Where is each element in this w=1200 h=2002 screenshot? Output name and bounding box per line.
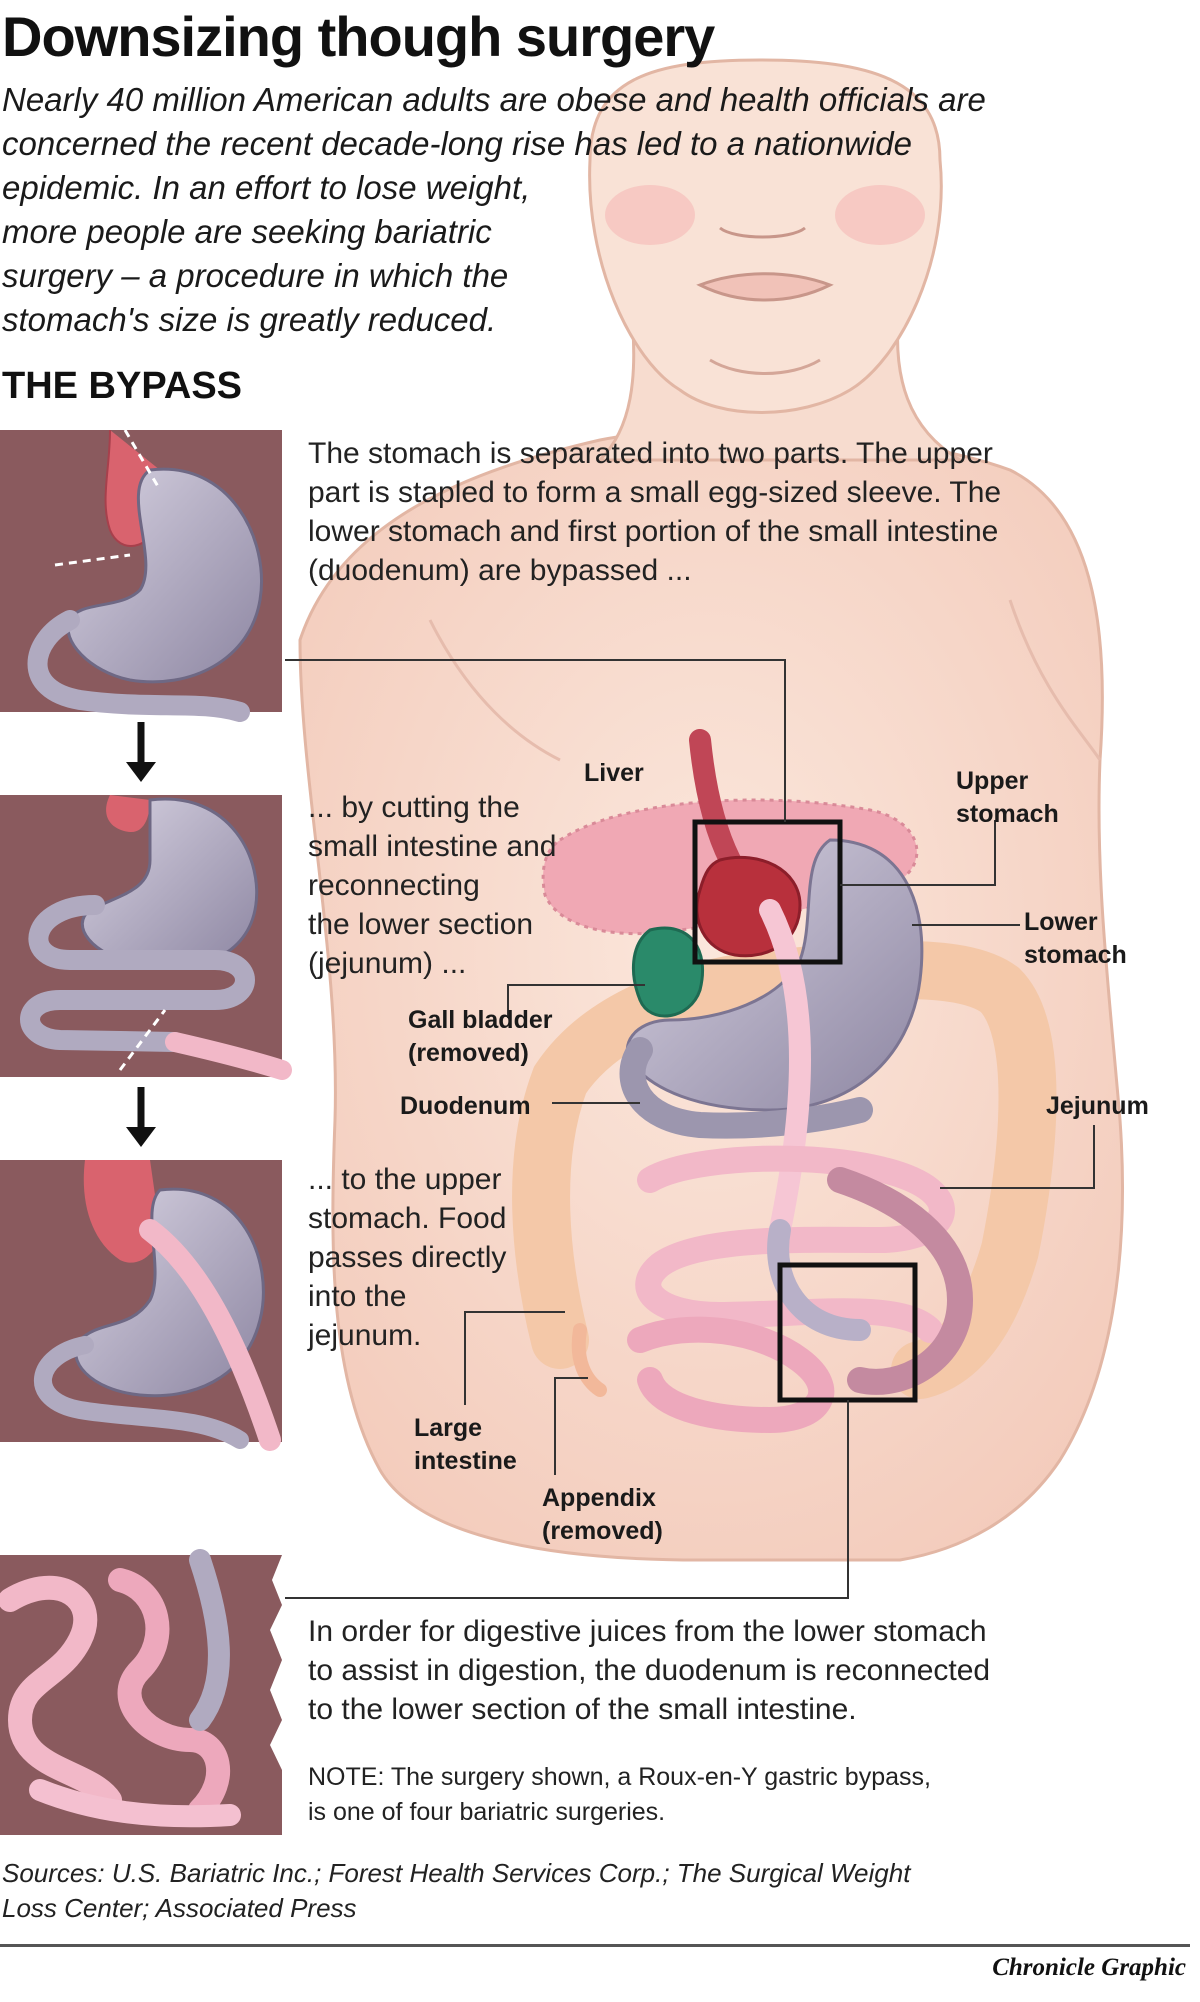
- chin: [709, 358, 821, 375]
- label-gall-bladder: Gall bladder (removed): [408, 1004, 552, 1070]
- step-2-caption: ... by cutting the small intestine and r…: [308, 788, 556, 983]
- caption-line: (jejunum) ...: [308, 947, 467, 980]
- step-panel-4: [0, 1549, 282, 1835]
- note-line: NOTE: The surgery shown, a Roux-en-Y gas…: [308, 1763, 931, 1791]
- surgery-note: NOTE: The surgery shown, a Roux-en-Y gas…: [308, 1760, 931, 1830]
- caption-line: The stomach is separated into two parts.…: [308, 437, 993, 470]
- label-line: (removed): [408, 1039, 529, 1067]
- caption-line: to assist in digestion, the duodenum is …: [308, 1654, 991, 1687]
- caption-line: (duodenum) are bypassed ...: [308, 554, 692, 587]
- focus-box-upper-stomach: [692, 819, 843, 965]
- caption-line: jejunum.: [308, 1319, 422, 1352]
- footer-divider: [0, 1944, 1190, 1947]
- body-illustration: [298, 58, 1124, 1562]
- intro-line: concerned the recent decade-long rise ha…: [2, 125, 912, 162]
- label-line: stomach: [956, 800, 1059, 828]
- label-lower-stomach: Lower stomach: [1024, 906, 1127, 972]
- leader-lines: [285, 659, 1095, 1599]
- caption-line: small intestine and: [308, 830, 557, 863]
- graphic-credit: Chronicle Graphic: [992, 1954, 1186, 1981]
- intro-line: stomach's size is greatly reduced.: [2, 301, 497, 338]
- label-line: Jejunum: [1046, 1092, 1149, 1120]
- small-intestine: [627, 899, 974, 1434]
- label-duodenum: Duodenum: [400, 1090, 531, 1123]
- intro-line: Nearly 40 million American adults are ob…: [2, 81, 986, 118]
- sources-credit: Sources: U.S. Bariatric Inc.; Forest Hea…: [2, 1856, 910, 1926]
- label-line: Appendix: [542, 1484, 656, 1512]
- gall-bladder-shape: [631, 926, 705, 1018]
- caption-line: reconnecting: [308, 869, 480, 902]
- sources-line: Loss Center; Associated Press: [2, 1893, 357, 1923]
- step-panel-3: [0, 1160, 282, 1451]
- caption-line: In order for digestive juices from the l…: [308, 1615, 987, 1648]
- step-panel-1: [0, 429, 282, 722]
- step-3-caption: ... to the upper stomach. Food passes di…: [308, 1160, 506, 1355]
- appendix: [571, 1323, 607, 1397]
- label-line: intestine: [414, 1447, 517, 1475]
- label-liver: Liver: [584, 757, 644, 790]
- caption-line: the lower section: [308, 908, 534, 941]
- intro-line: epidemic. In an effort to lose weight,: [2, 169, 531, 206]
- step-arrow-2: [126, 1087, 156, 1147]
- esophagus: [689, 729, 741, 871]
- label-line: Lower: [1024, 908, 1098, 936]
- note-line: is one of four bariatric surgeries.: [308, 1798, 666, 1826]
- caption-line: lower stomach and first portion of the s…: [308, 515, 999, 548]
- nose: [719, 226, 806, 239]
- caption-line: ... to the upper: [308, 1163, 502, 1196]
- label-line: Liver: [584, 759, 644, 787]
- caption-line: to the lower section of the small intest…: [308, 1693, 857, 1726]
- intro-paragraph: Nearly 40 million American adults are ob…: [2, 78, 1092, 342]
- mouth: [696, 272, 834, 302]
- section-heading: THE BYPASS: [2, 365, 243, 407]
- label-appendix: Appendix (removed): [542, 1482, 663, 1548]
- label-line: (removed): [542, 1517, 663, 1545]
- label-line: Upper: [956, 767, 1029, 795]
- caption-line: stomach. Food: [308, 1202, 507, 1235]
- duodenum-shape: [619, 1037, 873, 1139]
- caption-line: part is stapled to form a small egg-size…: [308, 476, 1002, 509]
- step-1-caption: The stomach is separated into two parts.…: [308, 434, 1001, 590]
- intro-line: more people are seeking bariatric: [2, 213, 492, 250]
- label-line: Duodenum: [400, 1092, 531, 1120]
- sources-line: Sources: U.S. Bariatric Inc.; Forest Hea…: [2, 1858, 911, 1888]
- label-line: Large: [414, 1414, 483, 1442]
- step-panel-2: [0, 795, 292, 1080]
- intro-line: surgery – a procedure in which the: [2, 257, 509, 294]
- label-upper-stomach: Upper stomach: [956, 765, 1059, 831]
- label-line: stomach: [1024, 941, 1127, 969]
- label-line: Gall bladder: [408, 1006, 553, 1034]
- caption-line: into the: [308, 1280, 407, 1313]
- caption-line: ... by cutting the: [308, 791, 520, 824]
- step-4-caption: In order for digestive juices from the l…: [308, 1612, 990, 1729]
- caption-line: passes directly: [308, 1241, 507, 1274]
- label-jejunum: Jejunum: [1046, 1090, 1149, 1123]
- page-title: Downsizing though surgery: [2, 5, 715, 68]
- label-large-intestine: Large intestine: [414, 1412, 517, 1478]
- step-arrow-1: [126, 722, 156, 782]
